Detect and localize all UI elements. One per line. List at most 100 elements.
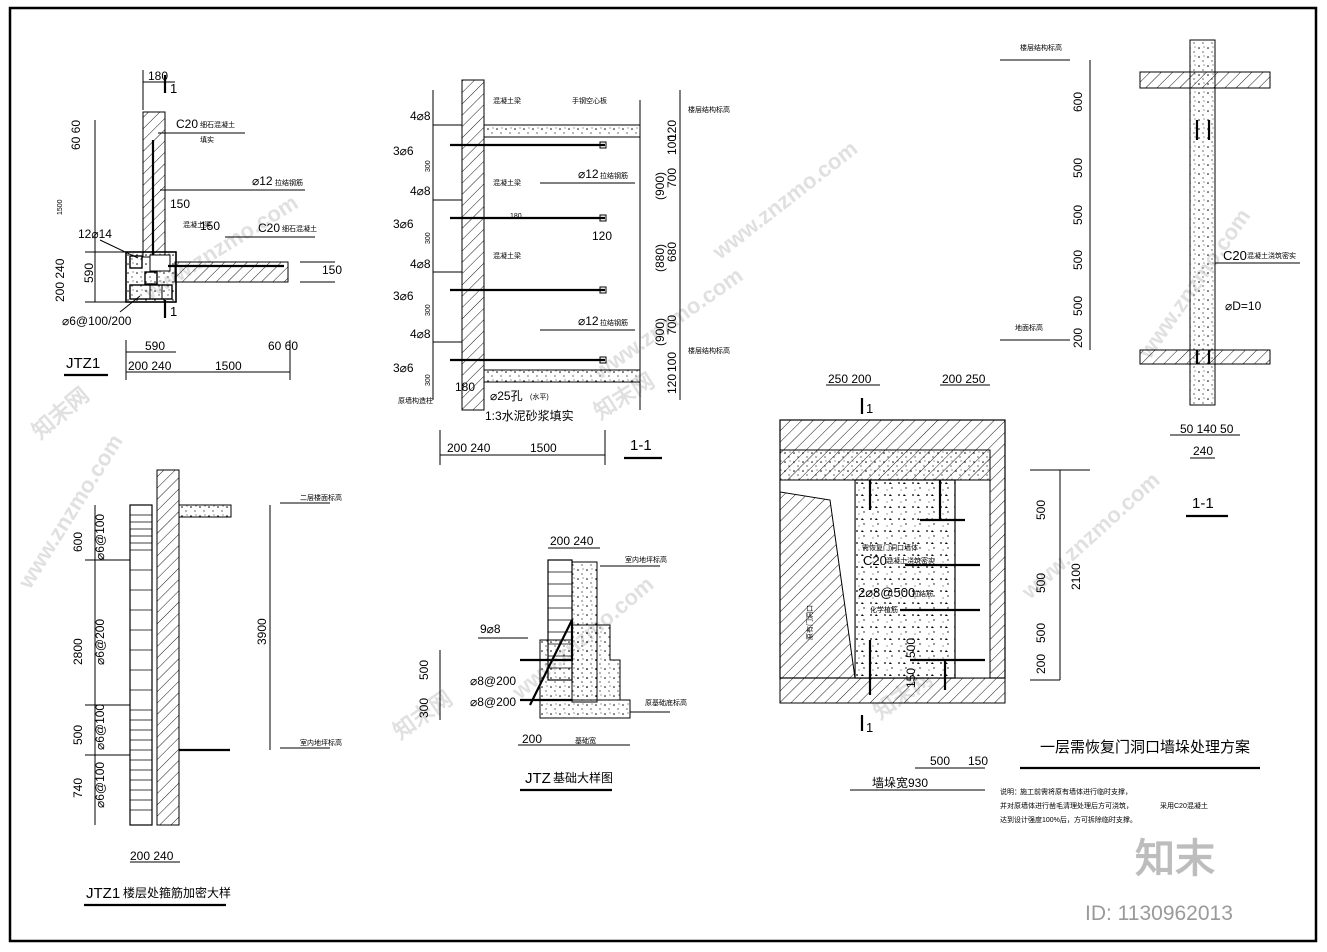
rebar-label: 12⌀14	[78, 227, 112, 241]
stirrup-label: ⌀6@100	[93, 762, 107, 808]
dim-label: 500	[1034, 573, 1048, 593]
dim-label: 300	[425, 232, 432, 244]
anchor-label: 2⌀8@500	[858, 585, 915, 600]
dim-label: 180	[510, 213, 522, 220]
dim-label: 700	[665, 168, 679, 188]
dim-label: 500	[1071, 158, 1085, 178]
c20-label: C20	[863, 553, 887, 568]
dim-label: 500	[904, 638, 918, 658]
note-text: 并对原墙体进行凿毛清理处理后方可浇筑，	[1000, 801, 1133, 810]
stirrup-label: ⌀6@100	[93, 704, 107, 750]
dim-label: 300	[417, 698, 431, 718]
infill-label: 需恢复门洞口墙体	[862, 543, 918, 552]
section-1-1-right: 600 500 500 500 500 200 楼层结构标高 地面标高 C20 …	[1000, 39, 1300, 518]
dim-label: (880)	[653, 244, 667, 272]
dim-label: 3900	[255, 618, 269, 645]
stirrup-label: ⌀6@100/200	[62, 314, 132, 328]
rebar-label: 4⌀8	[410, 327, 431, 341]
dim-label: 200 240	[128, 359, 172, 373]
rebar-label: ⌀12	[252, 174, 273, 188]
c20-label-small: 细石混凝土	[282, 224, 317, 233]
dim-label: 60 60	[69, 120, 83, 150]
dim-label: 680	[665, 242, 679, 262]
note-label: 原基础底标高	[645, 698, 687, 707]
dim-label: 240	[1193, 444, 1213, 458]
dim-label: 500	[1034, 500, 1048, 520]
fill-label: 填实	[200, 135, 214, 144]
door-opening-plan: 需恢复门洞口墙体 C20 混凝土浇筑密实 2⌀8@500 拉结筋 化学植筋 原有…	[779, 372, 1260, 824]
jtz-foundation-detail: 200 240 9⌀8 500 300 ⌀8@200 ⌀8@200 室内地坪标高…	[417, 534, 687, 792]
section-mark: 1	[866, 720, 873, 735]
dim-label: 60 60	[268, 339, 298, 353]
dim-label: 500	[1071, 296, 1085, 316]
dim-label: 1500	[215, 359, 242, 373]
detail-title: JTZ	[525, 770, 551, 787]
dim-label: 基础宽	[575, 736, 596, 745]
detail-title: 一层需恢复门洞口墙垛处理方案	[1040, 738, 1250, 756]
dim-label: 500	[71, 725, 85, 745]
hole-label: ⌀25孔	[490, 389, 523, 403]
dim-label: 150	[170, 197, 190, 211]
stirrup-label: ⌀8@200	[470, 674, 516, 688]
dim-label: 1500	[57, 199, 64, 215]
section-title: 1-1	[630, 437, 652, 454]
watermark-cn: 知末网	[27, 382, 94, 444]
dim-label: 200	[522, 732, 542, 746]
dim-label: 120	[665, 120, 679, 140]
note-label: 室内地坪标高	[300, 738, 342, 747]
hole-label-small: (水平)	[530, 392, 549, 401]
note-label: 室内地坪标高	[625, 555, 667, 564]
jtz1-floor-detail: 600 2800 500 740 ⌀6@100 ⌀6@200 ⌀6@100 ⌀6…	[71, 469, 342, 907]
dim-label: 250 200	[828, 372, 872, 386]
width-label: 墙垛宽930	[872, 775, 928, 790]
detail-title-suffix: 基础大样图	[553, 770, 613, 785]
dim-label: 600	[1071, 92, 1085, 112]
detail-title: JTZ1	[86, 885, 120, 902]
opening-label: 原有门洞口	[805, 605, 814, 640]
dim-label: 120	[592, 229, 612, 243]
rebar-label: 4⌀8	[410, 184, 431, 198]
section-title: 1-1	[1192, 495, 1214, 512]
dim-label: 590	[82, 263, 96, 283]
section-1-1-left: 4⌀8 3⌀6 4⌀8 3⌀6 4⌀8 3⌀6 4⌀8 3⌀6 300 300 …	[393, 79, 730, 465]
note-label: 地面标高	[1015, 323, 1043, 332]
sheet-frame	[8, 6, 1318, 943]
section-mark: 1	[866, 401, 873, 416]
dim-label: 180	[455, 380, 475, 394]
dim-label: 200	[1034, 654, 1048, 674]
c20-label: C20	[1223, 248, 1247, 263]
rebar-label: 3⌀6	[393, 289, 414, 303]
dim-label: 500	[1071, 250, 1085, 270]
dim-label: 300	[425, 374, 432, 386]
note-label: 楼层结构标高	[1020, 43, 1062, 52]
c20-label-suffix: 混凝土浇筑密实	[1247, 251, 1296, 260]
dim-label: 150	[322, 263, 342, 277]
detail-title-suffix: 楼层处箍筋加密大样	[123, 885, 231, 900]
stirrup-label: ⌀8@200	[470, 695, 516, 709]
dim-label: (900)	[653, 318, 667, 346]
dim-label: 300	[425, 304, 432, 316]
dim-label: 300	[425, 160, 432, 172]
dim-label: 2100	[1069, 563, 1083, 590]
rebar-label: 3⌀6	[393, 217, 414, 231]
dim-label: 200	[1071, 328, 1085, 348]
rebar-label: ⌀12	[578, 314, 599, 328]
anchor-label: ⌀D=10	[1225, 299, 1262, 313]
dim-label: 200 240	[447, 441, 491, 455]
rebar-label: 3⌀6	[393, 361, 414, 375]
c20-label-suffix: 混凝土浇筑密实	[886, 556, 935, 565]
detail-title: JTZ1	[66, 355, 100, 372]
c20-label: C20	[258, 221, 280, 235]
dim-label: 50 140 50	[1180, 422, 1234, 436]
dim-label: 500	[417, 660, 431, 680]
note-text: 说明：	[1000, 787, 1021, 796]
rebar-label: 4⌀8	[410, 257, 431, 271]
rebar-label: 9⌀8	[480, 622, 501, 636]
dim-label: 1500	[530, 441, 557, 455]
dim-label: 500	[930, 754, 950, 768]
sub-note: 混凝土梁	[183, 220, 211, 229]
note-label: 楼层结构标高	[688, 105, 730, 114]
dim-label: 600	[71, 532, 85, 552]
section-mark: 1	[170, 304, 177, 319]
note-label: 原墙构造柱	[398, 396, 433, 405]
